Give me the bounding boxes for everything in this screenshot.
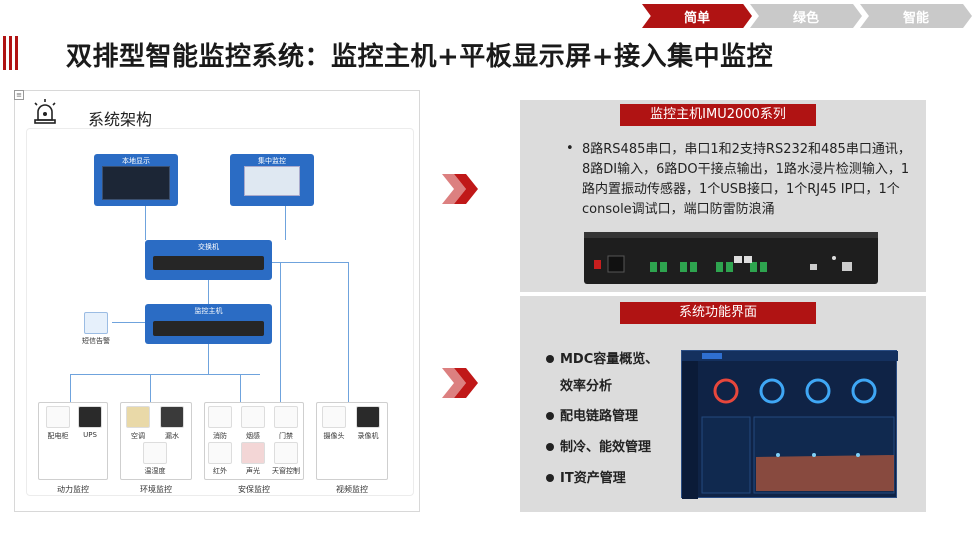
architecture-frame [14, 90, 420, 512]
bullet-dot-icon [546, 443, 554, 451]
switch-label: 交换机 [198, 243, 219, 251]
link-sms-host [112, 322, 146, 323]
breadcrumb-step-green[interactable]: 绿色 [750, 4, 862, 28]
spec-bullet: • [566, 141, 574, 156]
architecture-diagram [26, 128, 414, 496]
host-device-image [584, 232, 878, 284]
corner-marker-icon: ≡ [14, 90, 24, 100]
link-switch-host [208, 280, 209, 304]
host-label: 监控主机 [194, 307, 223, 315]
dashboard-graphic [682, 351, 898, 499]
sound-light-alarm-icon [241, 442, 265, 464]
bullet-dot-icon [546, 355, 554, 363]
local-display-node[interactable]: 本地显示 [94, 154, 178, 206]
host-device [153, 321, 264, 336]
skylight-label: 天窗控制 [272, 467, 300, 475]
switch-node[interactable]: 交换机 [145, 240, 272, 280]
link-bus-env [150, 374, 151, 402]
smoke-label: 烟感 [246, 432, 260, 440]
infrared-icon [208, 442, 232, 464]
fire-label: 消防 [213, 432, 227, 440]
temp-humidity-icon [143, 442, 167, 464]
aircon-icon [126, 406, 150, 428]
function-item-power-chain: 配电链路管理 [560, 409, 639, 424]
link-bus-security [240, 374, 241, 402]
function-item-mdc: MDC容量概览、 [560, 352, 659, 367]
architecture-title: 系统架构 [88, 110, 153, 129]
link-bus [70, 374, 260, 375]
infrared-label: 红外 [213, 467, 227, 475]
sms-phone-icon [84, 312, 108, 334]
recorder-icon [356, 406, 380, 428]
link-bus-power [70, 374, 71, 402]
link-switch-right [272, 262, 348, 263]
recorder-label: 录像机 [357, 432, 379, 440]
tablet-screen [102, 166, 170, 200]
local-display-label: 本地显示 [122, 157, 150, 165]
ups-label: UPS [83, 431, 97, 439]
sms-label: 短信告警 [82, 337, 110, 345]
power-cabinet-label: 配电柜 [47, 432, 69, 440]
camera-label: 摄像头 [323, 432, 345, 440]
host-panel-header: 监控主机IMU2000系列 [620, 104, 816, 126]
door-label: 门禁 [279, 432, 293, 440]
environment-group-label: 环境监控 [140, 485, 172, 494]
leak-label: 漏水 [165, 432, 179, 440]
temp-humidity-label: 温湿度 [144, 467, 166, 475]
link-central-switch [285, 206, 286, 240]
link-right-video [348, 262, 349, 402]
monitor-screen [244, 166, 300, 196]
breadcrumb-step-simple[interactable]: 简单 [642, 4, 752, 28]
security-group-label: 安保监控 [238, 485, 270, 494]
power-cabinet-icon [46, 406, 70, 428]
host-spec-text: 8路RS485串口，串口1和2支持RS232和485串口通讯，8路DI输入，6路… [582, 142, 911, 217]
arrow-right-icon [442, 174, 478, 204]
camera-icon [322, 406, 346, 428]
page-title: 双排型智能监控系统：监控主机+平板显示屏+接入集中监控 [66, 42, 774, 72]
leak-sensor-icon [160, 406, 184, 428]
link-switch-door [280, 262, 281, 402]
door-access-icon [274, 406, 298, 428]
bullet-dot-icon [546, 412, 554, 420]
aircon-label: 空调 [131, 432, 145, 440]
link-local-switch [145, 206, 146, 240]
skylight-icon [274, 442, 298, 464]
function-panel-header: 系统功能界面 [620, 302, 816, 324]
function-item-efficiency: 效率分析 [560, 379, 613, 394]
central-monitor-node[interactable]: 集中监控 [230, 154, 314, 206]
function-item-it-assets: IT资产管理 [560, 471, 626, 486]
video-group-label: 视频监控 [336, 485, 368, 494]
central-monitor-label: 集中监控 [258, 157, 286, 165]
host-node[interactable]: 监控主机 [145, 304, 272, 344]
link-host-bus [208, 344, 209, 374]
switch-device [153, 256, 264, 270]
alarm-bell-icon [34, 99, 56, 124]
power-group-label: 动力监控 [57, 485, 89, 494]
dashboard-screenshot[interactable] [681, 350, 898, 499]
ups-icon [78, 406, 102, 428]
fire-icon [208, 406, 232, 428]
bullet-dot-icon [546, 474, 554, 482]
sound-light-label: 声光 [246, 467, 260, 475]
arrow-right-icon [442, 368, 478, 398]
function-item-cooling: 制冷、能效管理 [560, 440, 652, 455]
breadcrumb-step-smart[interactable]: 智能 [860, 4, 972, 28]
title-stripes [3, 36, 18, 70]
smoke-detector-icon [241, 406, 265, 428]
